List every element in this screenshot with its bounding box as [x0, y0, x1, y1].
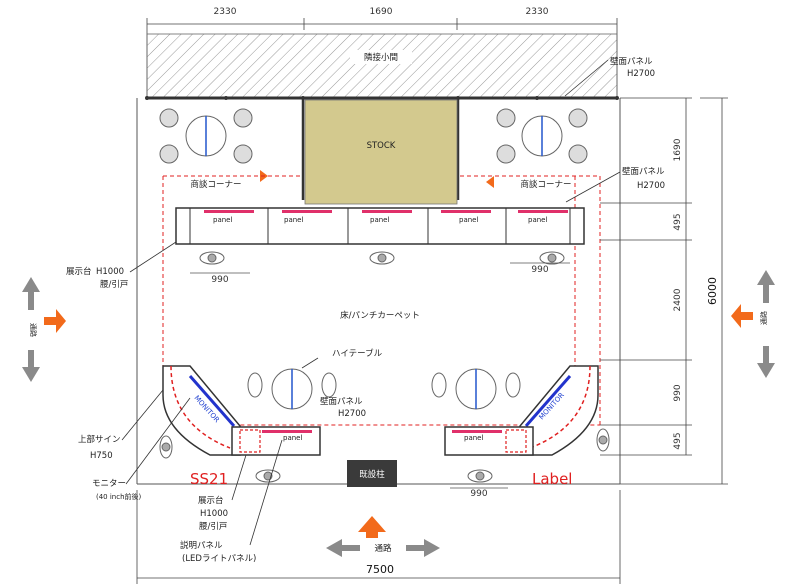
high-table-right [431, 368, 521, 410]
dim-counter-left: 990 [211, 275, 228, 285]
display-bottom-height: H1000 [200, 509, 228, 519]
meeting-corner-right-label: 商談コーナー [520, 179, 571, 190]
aisle-left-label: 通路 [29, 323, 38, 337]
high-table-leader [301, 357, 319, 369]
wall-panel-right-leader [565, 171, 621, 203]
high-table-left [247, 368, 337, 410]
total-width-bg [358, 563, 402, 576]
aisle-right-label: 通路 [759, 311, 768, 325]
dim-counter-right: 990 [531, 265, 548, 275]
display-counter-bottom-left [231, 426, 321, 456]
dim-total-width: 7500 [366, 563, 394, 576]
wall-panel-top-leader [564, 59, 609, 97]
dim-right-1: 1690 [673, 138, 683, 161]
ss21-label: SS21 [190, 470, 228, 488]
label-text: Label [532, 470, 572, 488]
display-counter-bottom-right [444, 426, 534, 456]
arrow-left-icon [486, 176, 494, 188]
upper-sign-height: H750 [90, 451, 113, 461]
high-table-label: ハイテーブル [332, 348, 383, 359]
person-icons-top [199, 251, 565, 265]
bottom-dimension [136, 490, 621, 584]
panel-label-1: panel [213, 216, 232, 224]
wall-panel-top-label: 壁面パネル [610, 56, 653, 67]
existing-pillar [347, 460, 397, 487]
panel-label-2: panel [284, 216, 303, 224]
display-left-leader [129, 241, 177, 273]
meeting-table-left [159, 108, 253, 164]
right-dimensions [600, 97, 728, 485]
wall-panel-center-height: H2700 [338, 409, 366, 419]
panel-label-bottom-right: panel [464, 434, 483, 442]
meeting-table-right [496, 108, 588, 164]
existing-pillar-label: 既設柱 [359, 469, 385, 480]
upper-sign-label: 上部サイン [78, 434, 121, 445]
monitor-label: モニター [92, 479, 126, 489]
meeting-corner-left-label: 商談コーナー [190, 179, 241, 190]
display-left-note: 腰/引戸 [100, 280, 128, 290]
dim-top-left: 2330 [214, 7, 237, 17]
display-left-height: H1000 [96, 267, 124, 277]
dim-counter-bottom: 990 [470, 489, 487, 499]
person-icons-bottom [159, 428, 610, 483]
panel-label-3: panel [370, 216, 389, 224]
display-bottom-note: 腰/引戸 [199, 522, 227, 532]
monitor-note: (40 inch前後) [96, 492, 142, 501]
upper-sign-leader [121, 389, 164, 441]
display-bottom-leader [231, 454, 247, 501]
dim-total-height: 6000 [706, 277, 719, 305]
monitor-leader [125, 397, 191, 485]
dim-top-center: 1690 [370, 7, 393, 17]
panel-label-bottom-left: panel [283, 434, 302, 442]
wall-panel-center-label: 壁面パネル [320, 396, 363, 407]
aisle-left-arrows [22, 277, 66, 382]
curved-counter-right [519, 365, 599, 456]
dim-right-4: 990 [673, 384, 683, 401]
dim-top-right: 2330 [526, 7, 549, 17]
panel-label-5: panel [528, 216, 547, 224]
adjacent-booth-label-bg [350, 50, 412, 64]
aisle-right-arrows [731, 270, 775, 378]
stock-label: STOCK [367, 141, 396, 151]
display-bottom-label: 展示台 [198, 495, 224, 506]
panel-label-4: panel [459, 216, 478, 224]
wall-panel-right-label: 壁面パネル [622, 166, 665, 177]
dim-right-5: 495 [673, 432, 683, 449]
top-wall [145, 96, 619, 200]
explain-panel-note: (LEDライトパネル) [182, 554, 256, 564]
adjacent-booth-label: 隣接小間 [364, 52, 398, 63]
adjacent-booth-area [146, 33, 618, 99]
explain-panel-leader [249, 439, 283, 546]
curved-counter-left [162, 365, 241, 456]
wall-panel-top-height: H2700 [627, 69, 655, 79]
explain-panel-label: 説明パネル [180, 540, 223, 551]
aisle-bottom-arrows [326, 516, 440, 557]
display-left-label: 展示台 [66, 266, 92, 277]
display-counter-top [175, 207, 585, 245]
wall-panel-right-height: H2700 [637, 181, 665, 191]
dim-right-2: 495 [673, 213, 683, 230]
stock-room [304, 99, 458, 205]
floor-label: 床/パンチカーペット [340, 310, 420, 321]
aisle-bottom-label: 通路 [374, 543, 392, 554]
dim-right-3: 2400 [673, 288, 683, 311]
